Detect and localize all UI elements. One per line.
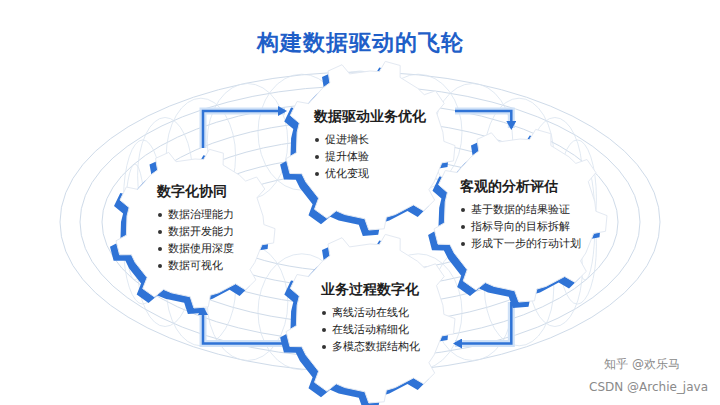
bullet-dot: [322, 328, 326, 332]
bullet-dot: [322, 345, 326, 349]
bullet-text: 数据治理能力: [168, 208, 234, 221]
bullet-item: 在线活动精细化: [321, 321, 420, 338]
bullet-text: 多模态数据结构化: [332, 340, 420, 353]
bullet-text: 优化变现: [325, 167, 369, 180]
bullet-dot: [158, 213, 162, 217]
flow-arrow: [203, 111, 285, 148]
bullet-dot: [461, 208, 465, 212]
bullet-text: 在线活动精细化: [332, 323, 409, 336]
gear-shape: [425, 126, 609, 310]
arrow-halo: [203, 111, 285, 148]
bullet-item: 离线活动在线化: [321, 304, 420, 321]
bullet-item: 促进增长: [314, 131, 426, 148]
arrow-halo: [455, 302, 511, 344]
gear-heading: 业务过程数字化: [321, 281, 420, 299]
flow-arrow: [455, 302, 511, 344]
bullet-dot: [315, 172, 319, 176]
bullet-text: 促进增长: [325, 133, 369, 146]
gear-node: 业务过程数字化离线活动在线化在线活动精细化多模态数据结构化: [285, 233, 455, 403]
arrow-halo: [455, 111, 511, 128]
gear-text: 数字化协同数据治理能力数据开发能力数据使用深度数据可视化: [157, 183, 234, 274]
bullet-item: 数据使用深度: [157, 240, 234, 257]
bullet-text: 指标导向的目标拆解: [471, 220, 570, 233]
bullet-dot: [158, 247, 162, 251]
bullet-item: 优化变现: [314, 165, 426, 182]
gear-face: [286, 234, 455, 403]
watermark: CSDN @Archie_java: [589, 380, 708, 394]
heading-text: 数据驱动业务优化: [314, 108, 426, 124]
diagram-title: 构建数据驱动的飞轮: [0, 28, 720, 58]
bullet-dot: [315, 155, 319, 159]
gear-node: 数据驱动业务优化促进增长提升体验优化变现: [285, 60, 455, 230]
gear-text: 业务过程数字化离线活动在线化在线活动精细化多模态数据结构化: [321, 281, 420, 355]
gear-heading: 客观的分析评估: [460, 178, 581, 196]
bullet-item: 基于数据的结果验证: [460, 201, 581, 218]
bullet-text: 离线活动在线化: [332, 306, 409, 319]
bullet-dot: [461, 242, 465, 246]
gear-face: [286, 61, 455, 230]
heading-text: 业务过程数字化: [321, 281, 419, 297]
gear-node: 数字化协同数据治理能力数据开发能力数据使用深度数据可视化: [115, 148, 275, 308]
bullet-text: 数据可视化: [168, 259, 223, 272]
bullet-dot: [461, 225, 465, 229]
bullet-dot: [322, 311, 326, 315]
bullet-item: 多模态数据结构化: [321, 338, 420, 355]
gear-text: 数据驱动业务优化促进增长提升体验优化变现: [314, 108, 426, 182]
bullet-dot: [315, 138, 319, 142]
watermark: 知乎 @欢乐马: [604, 356, 680, 373]
bullet-item: 数据开发能力: [157, 223, 234, 240]
arrow-halo: [203, 308, 285, 344]
heading-text: 客观的分析评估: [460, 178, 558, 194]
bullet-text: 形成下一步的行动计划: [471, 237, 581, 250]
gear-text: 客观的分析评估基于数据的结果验证指标导向的目标拆解形成下一步的行动计划: [460, 178, 581, 252]
flow-arrow: [455, 111, 511, 128]
bullet-text: 提升体验: [325, 150, 369, 163]
bullet-item: 数据可视化: [157, 257, 234, 274]
flow-arrow: [203, 308, 285, 344]
gear-face: [116, 149, 275, 308]
bullet-item: 提升体验: [314, 148, 426, 165]
bullet-dot: [158, 230, 162, 234]
bullet-text: 数据开发能力: [168, 225, 234, 238]
gear-heading: 数字化协同: [157, 183, 234, 201]
heading-text: 数字化协同: [157, 183, 227, 199]
gear-shape: [277, 58, 457, 238]
bullet-text: 数据使用深度: [168, 242, 234, 255]
bullet-dot: [158, 264, 162, 268]
gear-node: 客观的分析评估基于数据的结果验证指标导向的目标拆解形成下一步的行动计划: [433, 128, 607, 302]
bullet-text: 基于数据的结果验证: [471, 203, 570, 216]
bullet-item: 数据治理能力: [157, 206, 234, 223]
gear-heading: 数据驱动业务优化: [314, 108, 426, 126]
bullet-item: 指标导向的目标拆解: [460, 218, 581, 235]
bullet-item: 形成下一步的行动计划: [460, 235, 581, 252]
gear-face: [434, 129, 607, 302]
